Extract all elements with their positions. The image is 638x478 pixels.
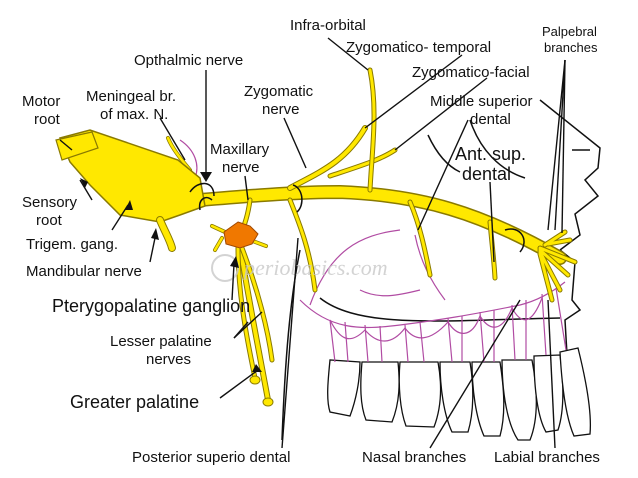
tooth-canine	[501, 359, 537, 441]
label-posterior-superio: Posterior superio dental	[132, 449, 290, 466]
tooth-molar-3	[327, 359, 361, 417]
label-zygomatico-temporal: Zygomatico- temporal	[346, 39, 491, 56]
label-palpebral-2: branches	[544, 40, 598, 55]
label-motor-root-2: root	[34, 111, 61, 128]
tooth-incisor-lateral	[533, 354, 564, 433]
label-zygomatic-2: nerve	[262, 101, 300, 118]
label-lesser-palatine-2: nerves	[146, 351, 191, 368]
label-maxillary-2: nerve	[222, 159, 260, 176]
label-nasal-branches: Nasal branches	[362, 449, 466, 466]
label-pterygopalatine: Pterygopalatine ganglion	[52, 296, 250, 316]
labels: Motor root Meningeal br. of max. N. Opth…	[22, 17, 600, 466]
tooth-premolar-2	[439, 361, 474, 433]
label-maxillary-1: Maxillary	[210, 141, 270, 158]
tooth-premolar-1	[471, 361, 505, 437]
trigeminal-ganglion	[55, 129, 525, 253]
watermark-text: periobasics.com	[242, 255, 388, 280]
label-meningeal-1: Meningeal br.	[86, 88, 176, 105]
label-lesser-palatine-1: Lesser palatine	[110, 333, 212, 350]
label-mandibular: Mandibular nerve	[26, 263, 142, 280]
label-trigem-gang: Trigem. gang.	[26, 236, 118, 253]
label-motor-root-1: Motor	[22, 93, 60, 110]
watermark: periobasics.com	[211, 254, 388, 282]
tooth-incisor-central	[559, 347, 592, 437]
label-ant-sup-1: Ant. sup.	[455, 144, 526, 164]
tooth-molar-1	[398, 361, 442, 428]
tooth-molar-2	[360, 361, 400, 423]
label-sensory-root-1: Sensory	[22, 194, 78, 211]
label-palpebral-1: Palpebral	[542, 24, 597, 39]
leader-lines	[59, 37, 566, 449]
label-sensory-root-2: root	[36, 212, 63, 229]
label-middle-superior-1: Middle superior	[430, 93, 533, 110]
label-greater-palatine: Greater palatine	[70, 392, 199, 412]
label-ant-sup-2: dental	[462, 164, 511, 184]
label-middle-superior-2: dental	[470, 111, 511, 128]
maxillary-teeth	[327, 347, 592, 441]
label-infra-orbital: Infra-orbital	[290, 17, 366, 34]
label-meningeal-2: of max. N.	[100, 106, 168, 123]
label-zygomatic-1: Zygomatic	[244, 83, 314, 100]
label-labial-branches: Labial branches	[494, 449, 600, 466]
label-opthalmic: Opthalmic nerve	[134, 52, 243, 69]
label-zygomatico-facial: Zygomatico-facial	[412, 64, 530, 81]
arrowheads	[80, 172, 262, 372]
pterygopalatine-ganglion-shape	[223, 221, 259, 249]
